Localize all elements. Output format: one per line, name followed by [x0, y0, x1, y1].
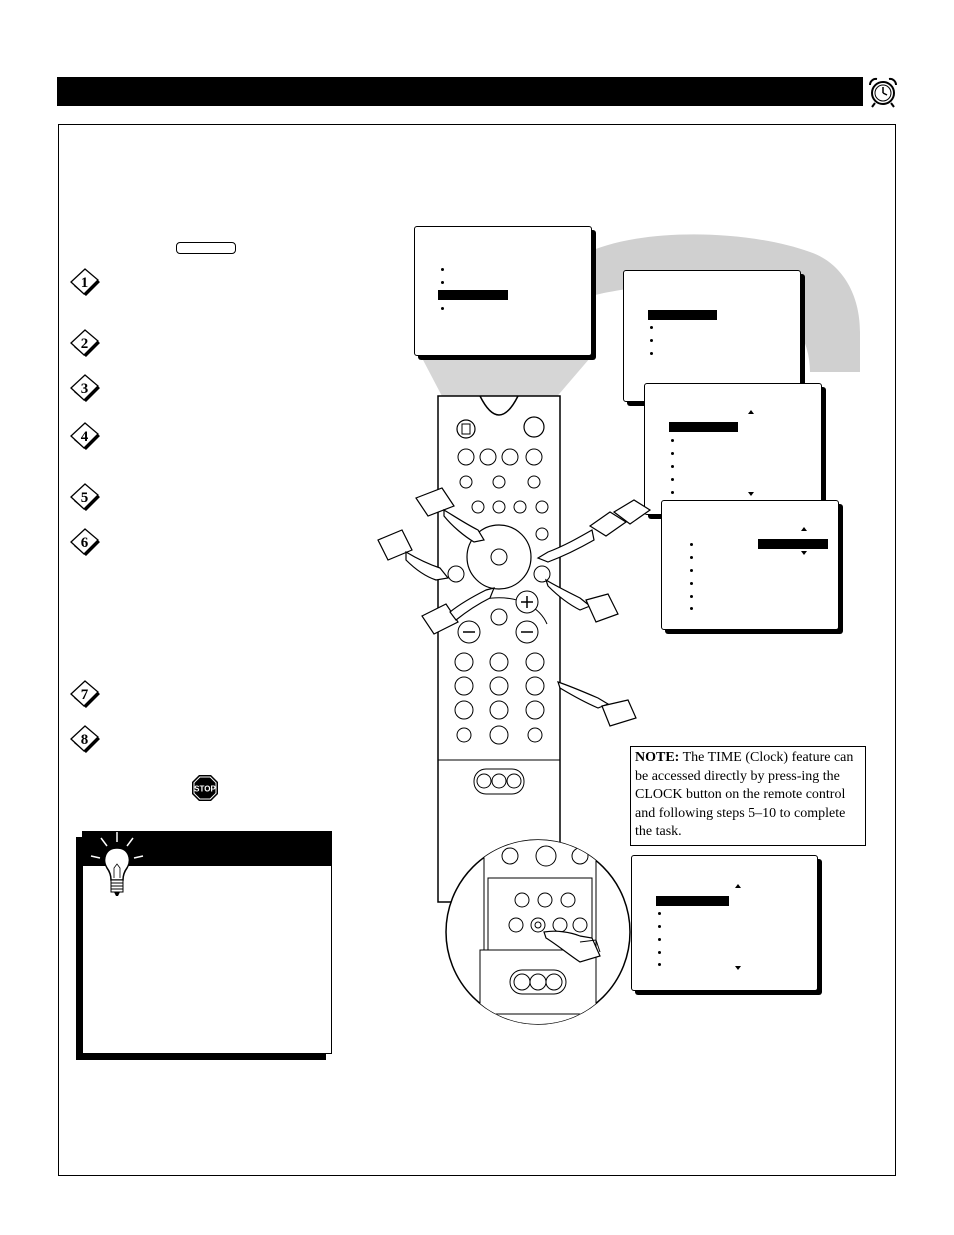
remote-control — [437, 395, 561, 903]
step-number-1: 1 — [70, 268, 100, 296]
svg-text:4: 4 — [81, 429, 89, 445]
menu-screen-time — [661, 500, 839, 630]
svg-text:6: 6 — [81, 535, 89, 551]
svg-text:7: 7 — [81, 687, 89, 703]
pointing-hand-icon — [543, 930, 601, 963]
pointing-hand-icon — [415, 487, 485, 543]
menu-swoosh — [570, 234, 860, 372]
menu-highlight — [758, 539, 828, 549]
screen-projection — [422, 358, 590, 400]
menu-screen-setup — [623, 270, 801, 402]
step-number-6: 6 — [70, 528, 100, 556]
step-number-5: 5 — [70, 483, 100, 511]
step-number-2: 2 — [70, 329, 100, 357]
step-number-8: 8 — [70, 725, 100, 753]
note-box: NOTE: The TIME (Clock) feature can be ac… — [630, 746, 866, 846]
svg-text:8: 8 — [81, 732, 89, 748]
svg-text:3: 3 — [81, 381, 89, 397]
svg-text:5: 5 — [81, 490, 89, 506]
pointing-hand-icon — [557, 681, 637, 727]
menu-screen-features — [644, 383, 822, 515]
key-label-box — [176, 242, 236, 254]
step-number-7: 7 — [70, 680, 100, 708]
menu-highlight — [656, 896, 729, 906]
pointing-hand-icon — [377, 529, 450, 581]
menu-highlight — [438, 290, 508, 300]
step-number-3: 3 — [70, 374, 100, 402]
menu-screen-clock — [631, 855, 818, 991]
pointing-hand-icon — [544, 578, 619, 623]
menu-highlight — [648, 310, 717, 320]
svg-text:2: 2 — [81, 336, 89, 352]
lightbulb-icon — [90, 832, 144, 896]
tip-box — [82, 831, 332, 1054]
content-frame — [58, 124, 896, 1176]
pointing-hand-icon — [421, 587, 495, 635]
alarm-clock-icon — [868, 77, 898, 108]
menu-highlight — [669, 422, 738, 432]
note-label: NOTE: — [635, 750, 680, 765]
svg-text:1: 1 — [81, 275, 89, 291]
menu-screen-main — [414, 226, 592, 356]
note-text: The TIME (Clock) feature can be accessed… — [635, 750, 854, 839]
stop-sign-icon: STOP — [192, 775, 218, 801]
stop-sign-text: STOP — [194, 785, 216, 794]
step-number-4: 4 — [70, 422, 100, 450]
remote-drawer-closeup — [445, 839, 631, 1025]
header-bar — [57, 77, 863, 106]
pointing-hand-icon — [536, 499, 652, 563]
